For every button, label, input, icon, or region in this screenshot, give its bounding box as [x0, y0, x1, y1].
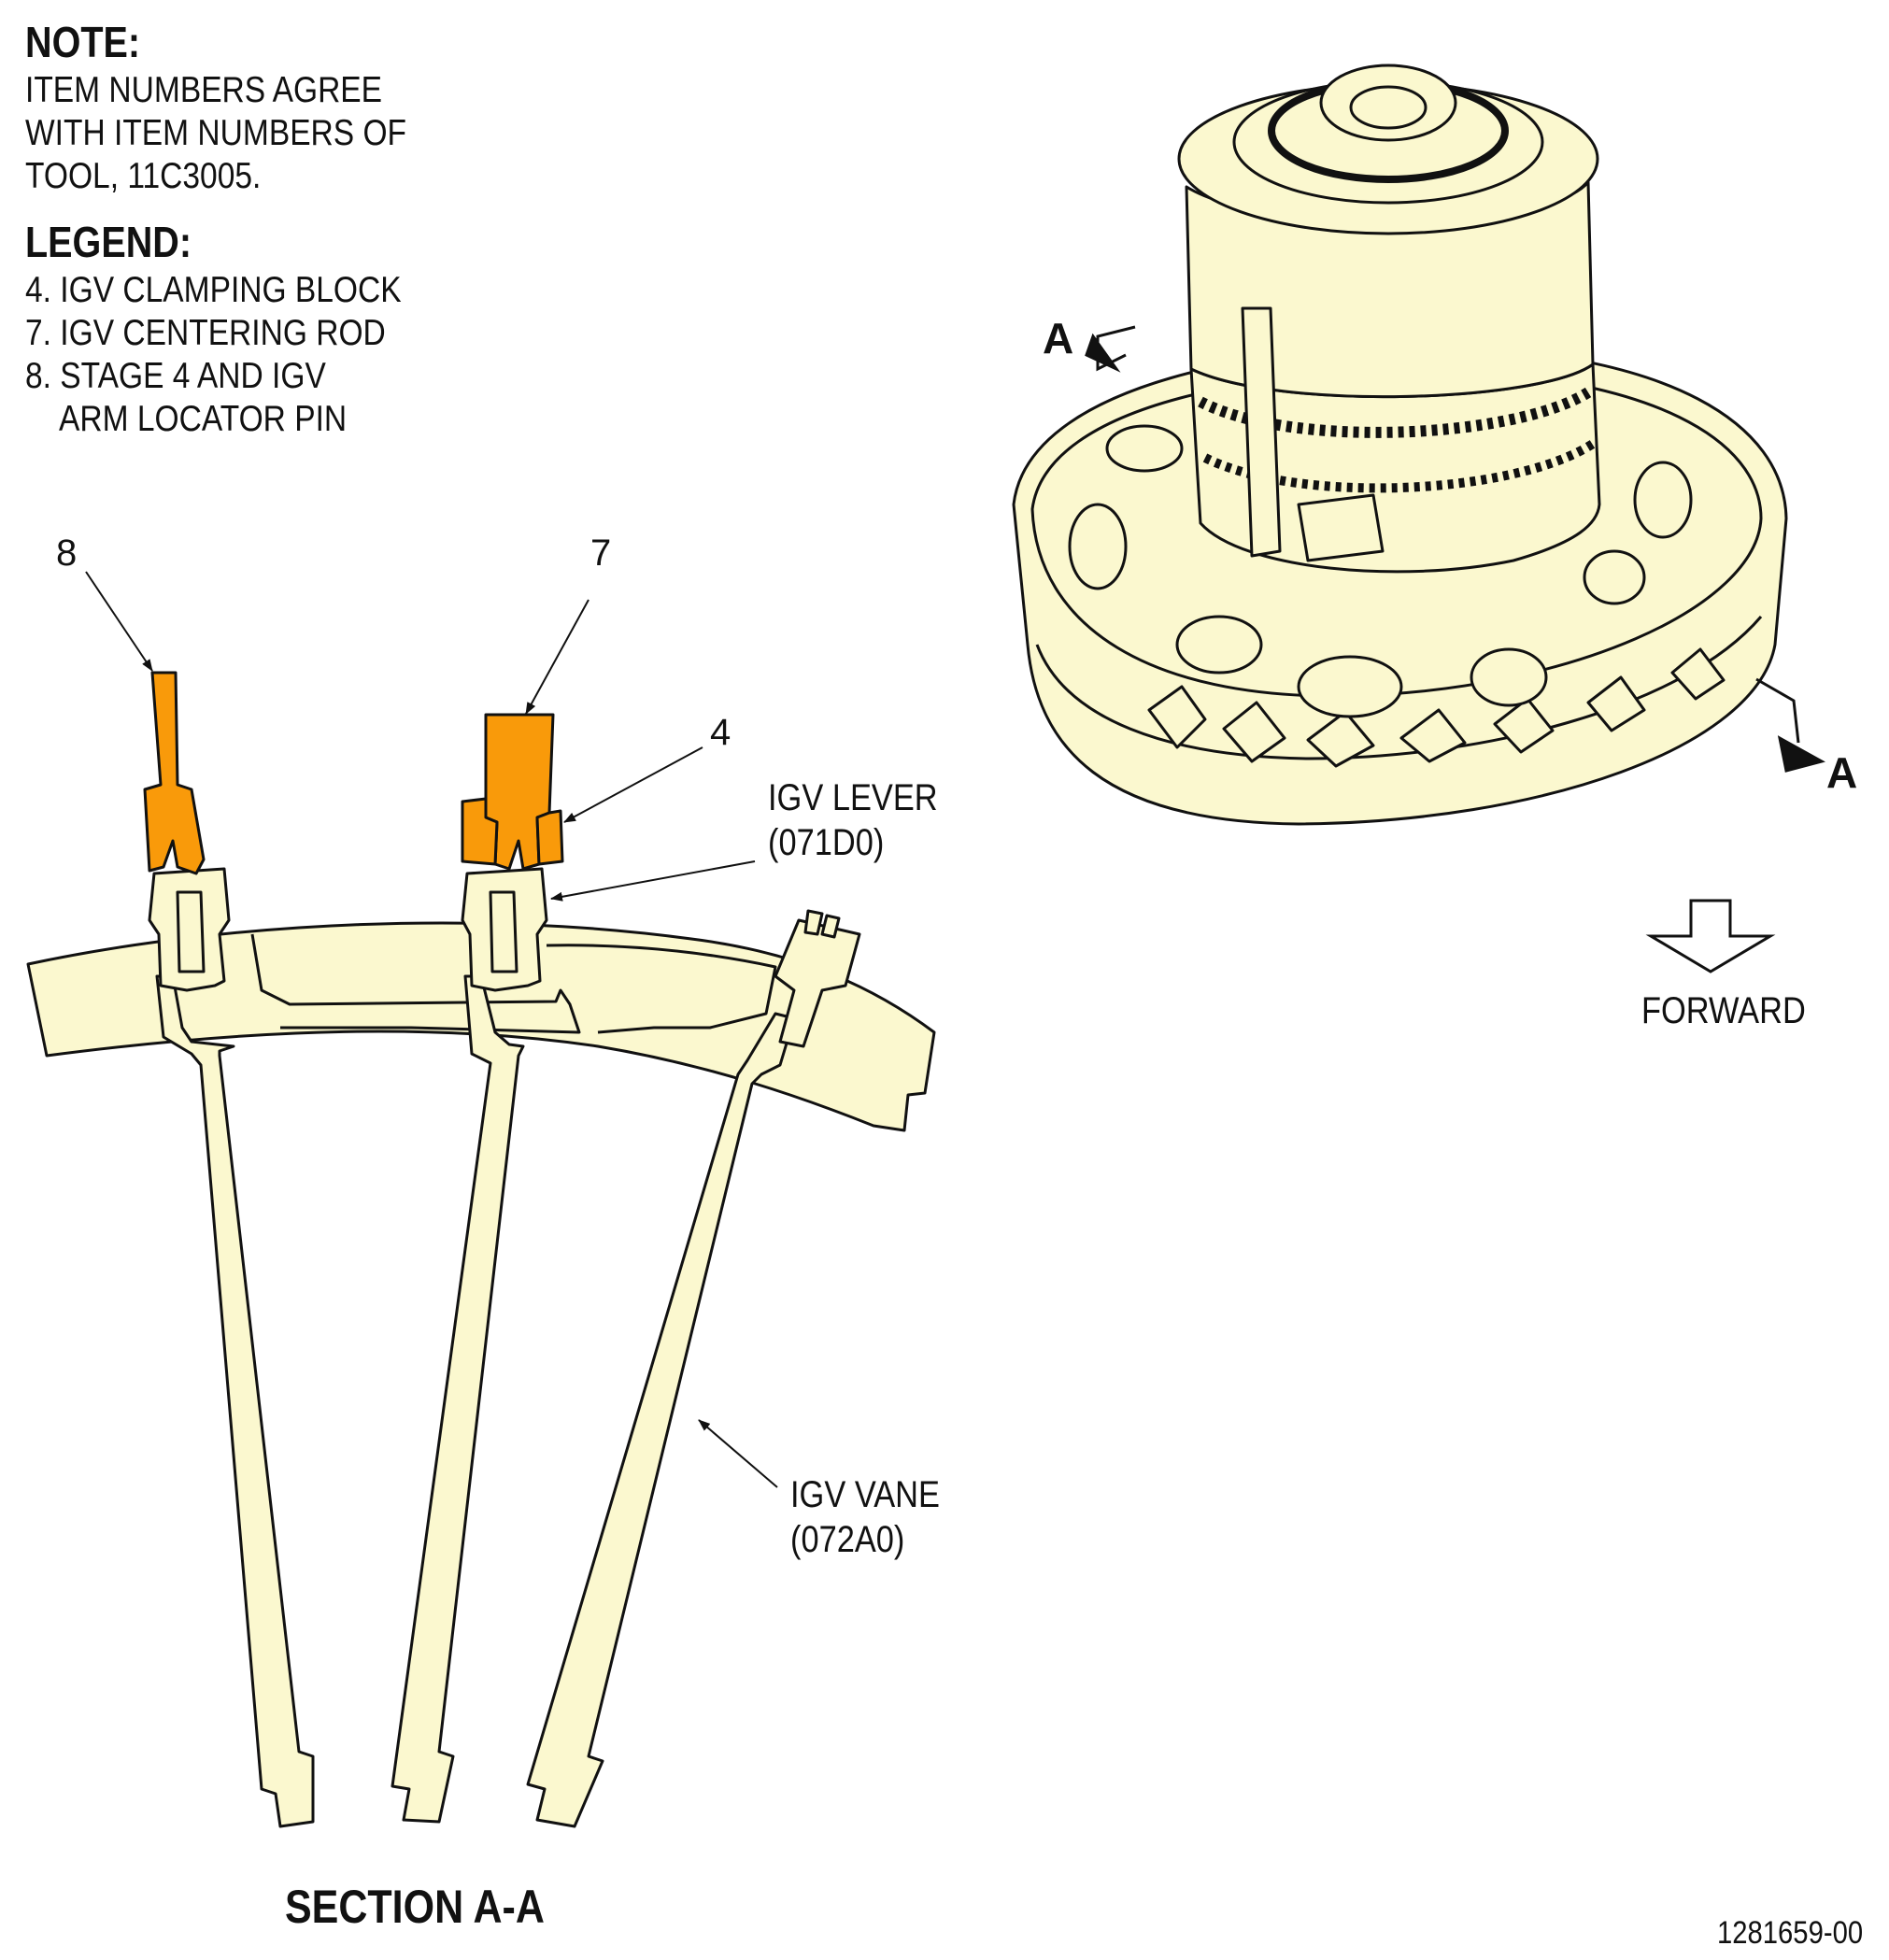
forward-arrow [1645, 899, 1776, 973]
note-line-3: TOOL, 11C3005. [25, 156, 262, 196]
legend-item-8-continued: ARM LOCATOR PIN [59, 399, 348, 439]
vsv-actuator-arm [1241, 306, 1282, 558]
section-a-a-drawing [26, 671, 936, 1828]
igv-lever-left [148, 867, 231, 992]
legend-item-7: 7. IGV CENTERING ROD [25, 313, 386, 353]
section-marker-a-bottom: A [1826, 748, 1858, 797]
callout-igv-lever-part-number: (071D0) [768, 822, 885, 863]
igv-lever-right [774, 909, 861, 1048]
frame-bosses [1068, 424, 1693, 718]
vsv-actuator-bracket [1297, 493, 1385, 562]
note-line-1: ITEM NUMBERS AGREE [25, 70, 383, 110]
callout-item-8: 8 [56, 533, 78, 574]
legend-item-4: 4. IGV CLAMPING BLOCK [25, 270, 402, 310]
note-line-2: WITH ITEM NUMBERS OF [25, 113, 407, 153]
igv-vane-left [155, 974, 315, 1828]
legend-item-8: 8. STAGE 4 AND IGV [25, 356, 326, 396]
section-leader-lines [85, 571, 778, 1488]
note-title: NOTE: [25, 18, 141, 66]
igv-lever-middle [461, 867, 548, 992]
frame-strut-windows [1147, 647, 1726, 768]
stage4-igv-arm-locator-pin [143, 671, 206, 875]
legend-title: LEGEND: [25, 218, 192, 266]
compressor-assembly-isometric [1012, 64, 1788, 826]
callout-item-4: 4 [710, 712, 731, 753]
compressor-hub-bore [1349, 85, 1427, 130]
callout-igv-vane-part-number: (072A0) [790, 1519, 905, 1560]
section-marker-a-top: A [1043, 314, 1074, 362]
callout-item-7: 7 [590, 533, 612, 574]
callout-igv-lever: IGV LEVER [768, 777, 938, 818]
section-cut-markers [1085, 325, 1825, 773]
section-title: SECTION A-A [285, 1881, 545, 1933]
casing-inner-recess-right [546, 944, 777, 1034]
igv-vane-right [526, 1012, 796, 1828]
forward-label: FORWARD [1641, 990, 1806, 1031]
igv-vane-middle [391, 974, 525, 1824]
callout-igv-vane: IGV VANE [790, 1474, 940, 1515]
igv-blade-row [1198, 387, 1592, 438]
igv-clamping-block [461, 797, 564, 866]
figure-number: 1281659-00 [1717, 1915, 1864, 1951]
casing-inner-recess-left [250, 933, 581, 1034]
